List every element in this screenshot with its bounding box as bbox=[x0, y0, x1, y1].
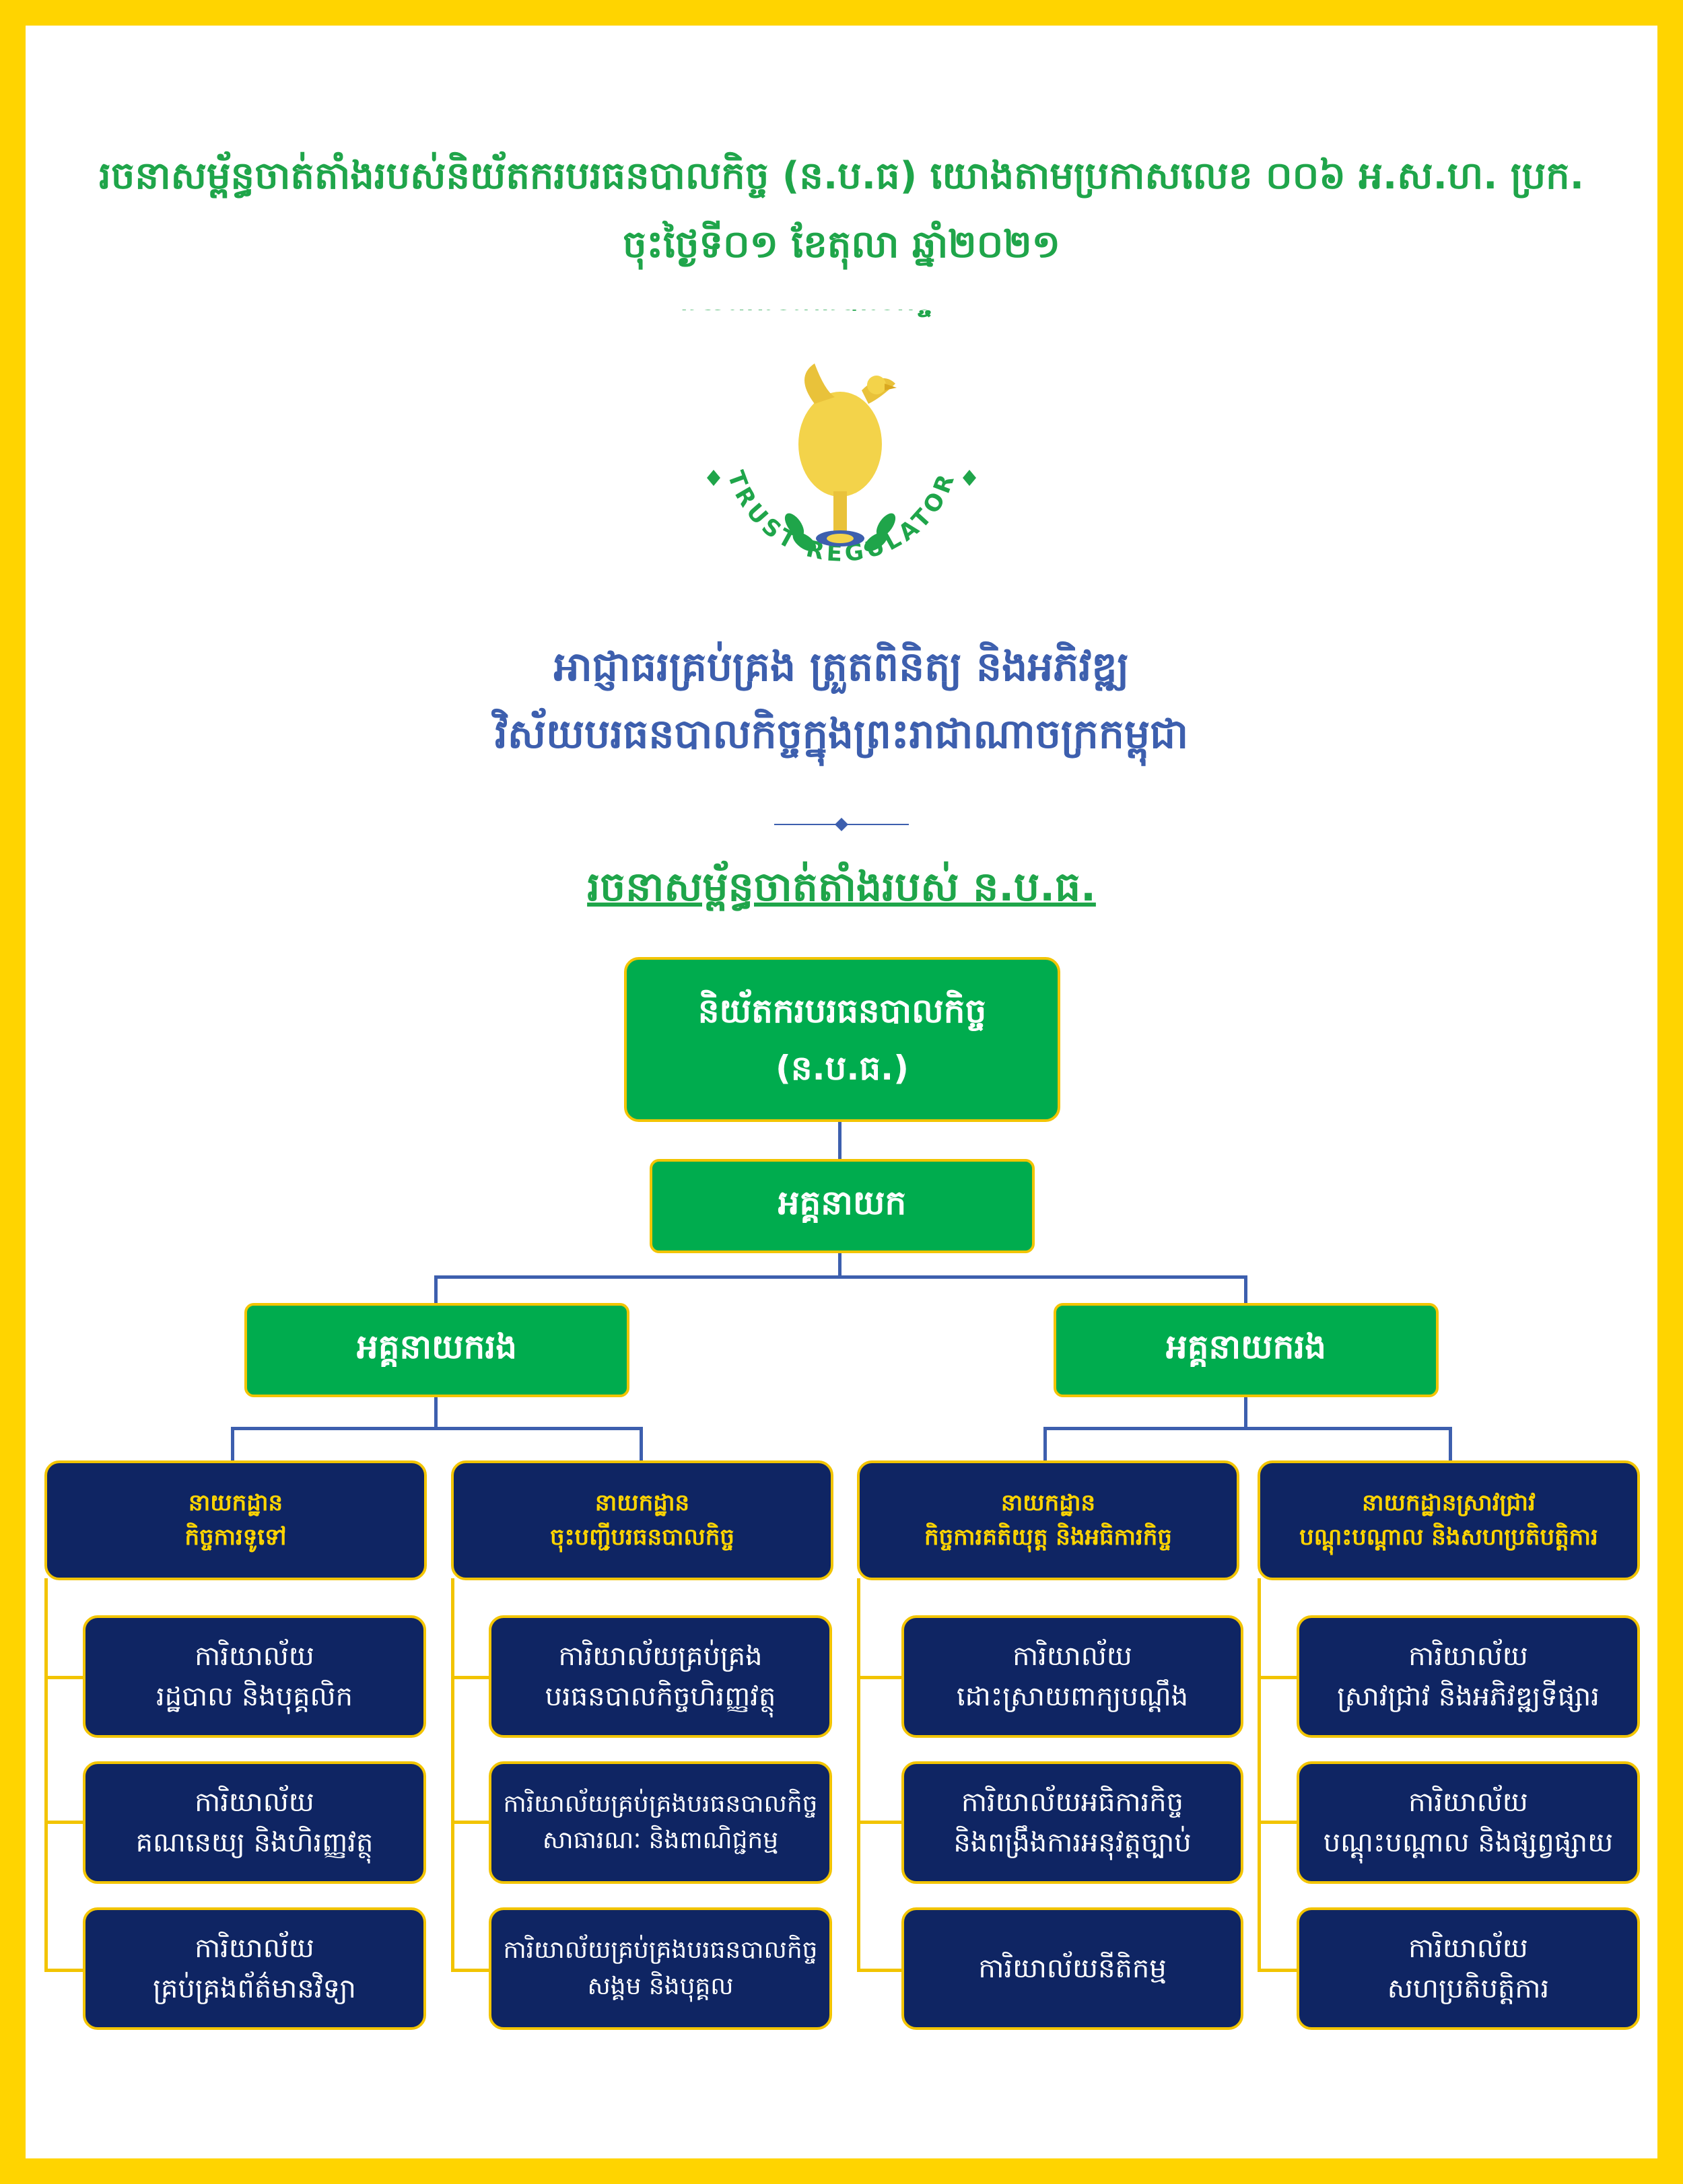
org-box-office: ការិយាល័យនីតិកម្ម bbox=[901, 1907, 1243, 2030]
section-title: រចនាសម្ព័ន្ធចាត់តាំងរបស់ ន.ប.ធ. bbox=[587, 864, 1096, 911]
org-box-department-registration: នាយកដ្ឋាន ចុះបញ្ជីបរធនបាលកិច្ច bbox=[451, 1460, 833, 1580]
office-name: ស្រាវជ្រាវ និងអភិវឌ្ឍទីផ្សារ bbox=[1337, 1681, 1600, 1712]
org-box-regulator-abbr: (ន.ប.ធ.) bbox=[776, 1048, 909, 1088]
ornament-divider-icon bbox=[774, 818, 909, 831]
org-box-department-legal: នាយកដ្ឋាន កិច្ចការគតិយុត្ត និងអធិការកិច្… bbox=[857, 1460, 1239, 1580]
connector-line bbox=[1258, 1578, 1261, 1972]
department-name: កិច្ចការគតិយុត្ត និងអធិការកិច្ច bbox=[924, 1524, 1172, 1551]
department-name: កិច្ចការទូទៅ bbox=[184, 1524, 287, 1551]
ornament-icon bbox=[707, 470, 976, 486]
org-box-office: ការិយាល័យអធិការកិច្ច និងពង្រឹងការអនុវត្ត… bbox=[901, 1761, 1243, 1884]
org-box-office: ការិយាល័យគ្រប់គ្រងបរធនបាលកិច្ច សង្គម និង… bbox=[489, 1907, 832, 2030]
office-label: ការិយាល័យ bbox=[1408, 1787, 1528, 1818]
page-title-line1: រចនាសម្ព័ន្ធចាត់តាំងរបស់និយ័តករបរធនបាលកិ… bbox=[99, 154, 1584, 198]
connector-line bbox=[838, 1253, 842, 1276]
office-label: ការិយាល័យគ្រប់គ្រងបរធនបាលកិច្ច bbox=[503, 1790, 818, 1818]
connector-line bbox=[451, 1969, 490, 1972]
department-label: នាយកដ្ឋាន bbox=[594, 1489, 690, 1516]
office-label: ការិយាល័យអធិការកិច្ច bbox=[961, 1787, 1184, 1818]
connector-line bbox=[451, 1676, 490, 1679]
office-label: ការិយាល័យ bbox=[1408, 1933, 1528, 1964]
org-box-regulator: និយ័តករបរធនបាលកិច្ច (ន.ប.ធ.) bbox=[624, 957, 1060, 1122]
org-box-office: ការិយាល័យ រដ្ឋបាល និងបុគ្គលិក bbox=[83, 1615, 426, 1738]
connector-line bbox=[857, 1578, 860, 1972]
office-label: ការិយាល័យ bbox=[1408, 1641, 1528, 1672]
laurel-icon bbox=[784, 513, 896, 552]
office-name: សាធារណៈ និងពាណិជ្ជកម្ម bbox=[542, 1827, 779, 1854]
org-box-deputy-right: អគ្គនាយករង bbox=[1054, 1303, 1439, 1397]
director-general-label: អគ្គនាយក bbox=[778, 1183, 907, 1222]
office-label: ការិយាល័យគ្រប់គ្រង bbox=[558, 1641, 763, 1672]
deputy-label: អគ្គនាយករង bbox=[356, 1327, 518, 1366]
office-name: បណ្តុះបណ្តាល និងផ្សព្វផ្សាយ bbox=[1323, 1827, 1614, 1858]
connector-line bbox=[451, 1578, 454, 1972]
org-box-department-research: នាយកដ្ឋានស្រាវជ្រាវ បណ្តុះបណ្តាល និងសហប្… bbox=[1258, 1460, 1640, 1580]
connector-line bbox=[640, 1427, 643, 1463]
office-label: ការិយាល័យ bbox=[1012, 1641, 1132, 1672]
connector-line bbox=[1244, 1395, 1247, 1428]
office-name: សហប្រតិបត្តិការ bbox=[1387, 1973, 1550, 2004]
department-label: នាយកដ្ឋាន bbox=[188, 1489, 283, 1516]
org-box-office: ការិយាល័យ សហប្រតិបត្តិការ bbox=[1297, 1907, 1640, 2030]
org-box-regulator-name: និយ័តករបរធនបាលកិច្ច bbox=[697, 991, 987, 1030]
connector-line bbox=[434, 1395, 438, 1428]
org-box-office: ការិយាល័យ បណ្តុះបណ្តាល និងផ្សព្វផ្សាយ bbox=[1297, 1761, 1640, 1884]
connector-line bbox=[1043, 1427, 1452, 1430]
connector-line bbox=[434, 1275, 438, 1304]
connector-line bbox=[1258, 1676, 1298, 1679]
connector-line bbox=[1449, 1427, 1452, 1463]
org-box-office: ការិយាល័យគ្រប់គ្រង បរធនបាលកិច្ចហិរញ្ញវត្… bbox=[489, 1615, 832, 1738]
connector-line bbox=[44, 1821, 83, 1824]
office-label: ការិយាល័យគ្រប់គ្រងបរធនបាលកិច្ច bbox=[503, 1936, 818, 1964]
connector-line bbox=[838, 1121, 842, 1160]
office-label: ការិយាល័យ bbox=[195, 1933, 314, 1964]
connector-line bbox=[44, 1578, 48, 1972]
office-label: ការិយាល័យ bbox=[195, 1641, 314, 1672]
deputy-label: អគ្គនាយករង bbox=[1165, 1327, 1327, 1366]
department-label: នាយកដ្ឋានស្រាវជ្រាវ bbox=[1362, 1489, 1536, 1516]
connector-line bbox=[1244, 1275, 1247, 1304]
office-name: ដោះស្រាយពាក្យបណ្ដឹង bbox=[956, 1681, 1189, 1712]
office-name: គ្រប់គ្រងព័ត៌មានវិទ្យា bbox=[153, 1973, 356, 2004]
connector-line bbox=[1258, 1821, 1298, 1824]
office-name: សង្គម និងបុគ្គល bbox=[587, 1973, 734, 2000]
org-box-office: ការិយាល័យ ស្រាវជ្រាវ និងអភិវឌ្ឍទីផ្សារ bbox=[1297, 1615, 1640, 1738]
org-box-department-general-affairs: នាយកដ្ឋាន កិច្ចការទូទៅ bbox=[44, 1460, 427, 1580]
office-label: ការិយាល័យនីតិកម្ម bbox=[978, 1953, 1167, 1984]
connector-line bbox=[434, 1275, 1245, 1279]
org-box-office: ការិយាល័យ គណនេយ្យ និងហិរញ្ញវត្ថុ bbox=[83, 1761, 426, 1884]
connector-line bbox=[1258, 1969, 1298, 1972]
connector-line bbox=[44, 1969, 83, 1972]
org-box-office: ការិយាល័យគ្រប់គ្រងបរធនបាលកិច្ច សាធារណៈ ន… bbox=[489, 1761, 832, 1884]
subtitle-line1: អាជ្ញាធរគ្រប់គ្រង ត្រួតពិនិត្យ និងអភិវឌ្… bbox=[553, 643, 1130, 691]
connector-line bbox=[857, 1821, 903, 1824]
rooster-icon bbox=[798, 363, 897, 547]
org-box-office: ការិយាល័យ គ្រប់គ្រងព័ត៌មានវិទ្យា bbox=[83, 1907, 426, 2030]
office-name: គណនេយ្យ និងហិរញ្ញវត្ថុ bbox=[135, 1827, 374, 1858]
connector-line bbox=[231, 1427, 643, 1430]
org-box-deputy-left: អគ្គនាយករង bbox=[244, 1303, 629, 1397]
connector-line bbox=[44, 1676, 83, 1679]
connector-line bbox=[857, 1969, 903, 1972]
connector-line bbox=[451, 1821, 490, 1824]
department-name: ចុះបញ្ជីបរធនបាលកិច្ច bbox=[550, 1524, 734, 1551]
logo-arc-text: និយ័តករបរធនបាលកិច្ច bbox=[680, 310, 934, 318]
connector-line bbox=[231, 1427, 234, 1463]
office-name: បរធនបាលកិច្ចហិរញ្ញវត្ថុ bbox=[545, 1681, 776, 1712]
department-label: នាយកដ្ឋាន bbox=[1000, 1489, 1096, 1516]
org-box-office: ការិយាល័យ ដោះស្រាយពាក្យបណ្ដឹង bbox=[901, 1615, 1243, 1738]
org-box-director-general: អគ្គនាយក bbox=[650, 1159, 1035, 1253]
connector-line bbox=[1043, 1427, 1047, 1463]
office-name: និងពង្រឹងការអនុវត្តច្បាប់ bbox=[953, 1827, 1192, 1858]
page-title-line2: ចុះថ្ងៃទី០១ ខែតុលា ឆ្នាំ២០២១ bbox=[622, 223, 1061, 267]
office-label: ការិយាល័យ bbox=[195, 1787, 314, 1818]
office-name: រដ្ឋបាល និងបុគ្គលិក bbox=[156, 1681, 353, 1712]
trust-regulator-logo: និយ័តករបរធនបាលកិច្ច TRUST REGULATOR bbox=[680, 310, 976, 567]
connector-line bbox=[857, 1676, 903, 1679]
department-name: បណ្តុះបណ្តាល និងសហប្រតិបត្តិការ bbox=[1299, 1524, 1598, 1551]
subtitle-line2: វិស័យបរធនបាលកិច្ចក្នុងព្រះរាជាណាចក្រកម្ព… bbox=[494, 711, 1189, 758]
